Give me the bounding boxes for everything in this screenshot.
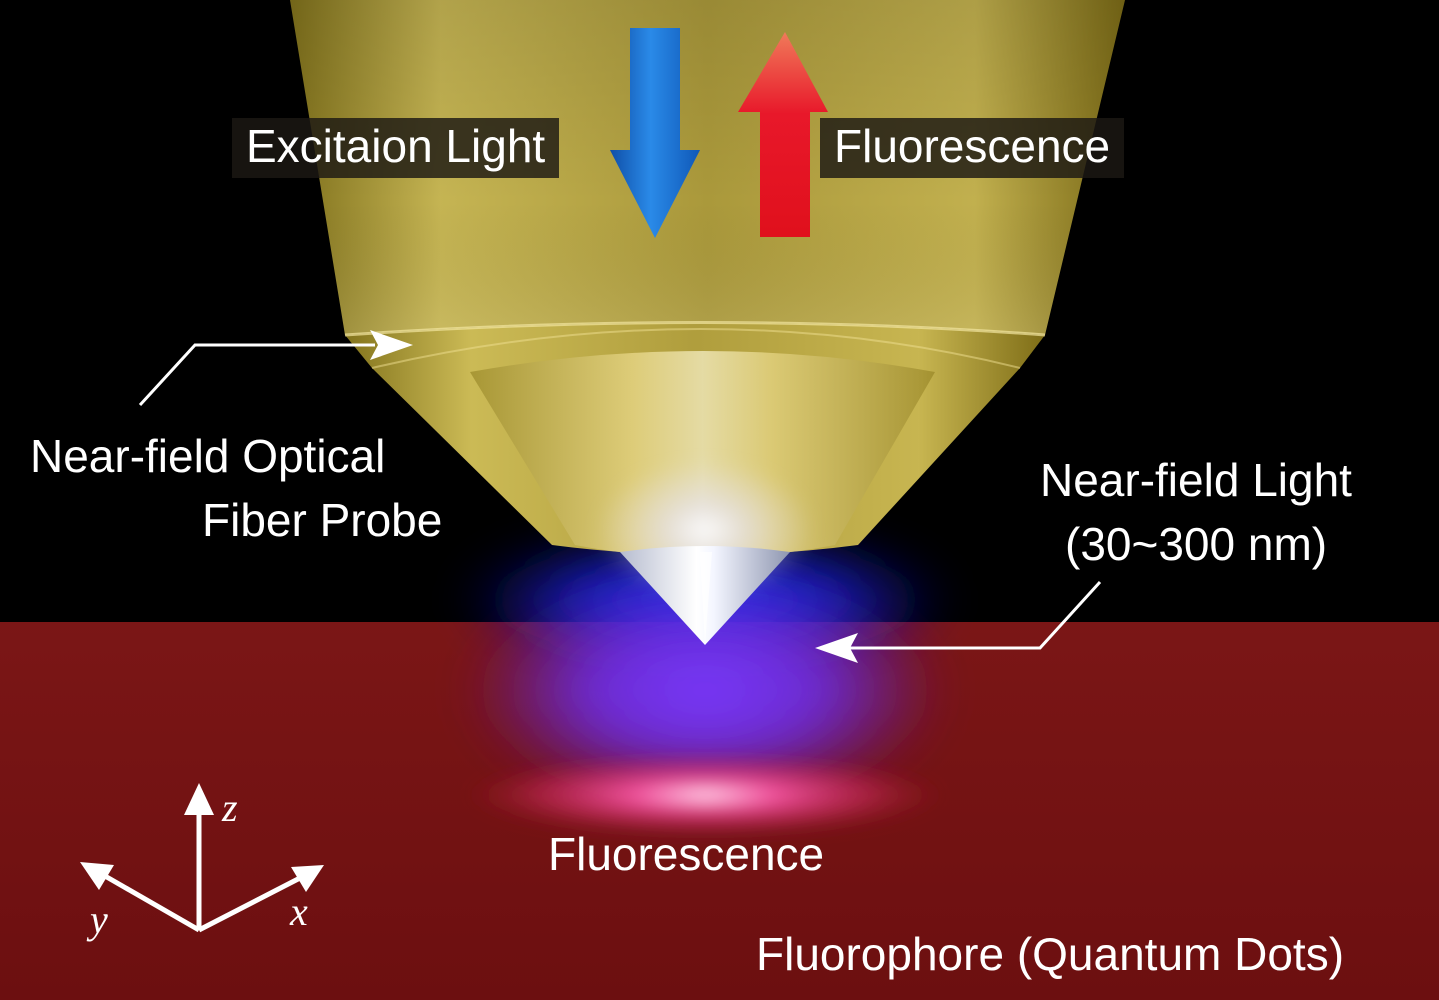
excitation-light-label: Excitaion Light [232, 118, 560, 178]
fluorescence-bottom-label: Fluorescence [548, 828, 825, 880]
x-axis-arrowhead [291, 865, 324, 892]
near-field-violet-glow [465, 570, 945, 810]
fluorescence-top-label: Fluorescence [820, 118, 1125, 178]
probe-pointer-arrowhead [370, 330, 413, 360]
y-axis-arrowhead [80, 862, 114, 890]
fluorescence-spot [465, 753, 945, 837]
near-field-label-line2: (30~300 nm) [1065, 518, 1328, 570]
probe-label-line2: Fiber Probe [202, 494, 443, 546]
near-field-pointer-arrowhead [815, 633, 858, 663]
excitation-arrow [610, 28, 700, 238]
y-axis-label: y [90, 897, 108, 942]
probe-label-line1: Near-field Optical [30, 430, 386, 482]
z-axis-label: z [222, 785, 238, 830]
z-axis-arrowhead [184, 783, 214, 815]
near-field-pointer [850, 580, 1102, 650]
x-axis-label: x [290, 889, 308, 934]
fluorophore-label: Fluorophore (Quantum Dots) [756, 928, 1345, 980]
coordinate-axes [103, 808, 302, 933]
near-field-label-line1: Near-field Light [1040, 454, 1352, 506]
probe-pointer [138, 343, 375, 407]
fiber-probe [290, 0, 1125, 558]
fluorescence-arrow [738, 32, 828, 237]
